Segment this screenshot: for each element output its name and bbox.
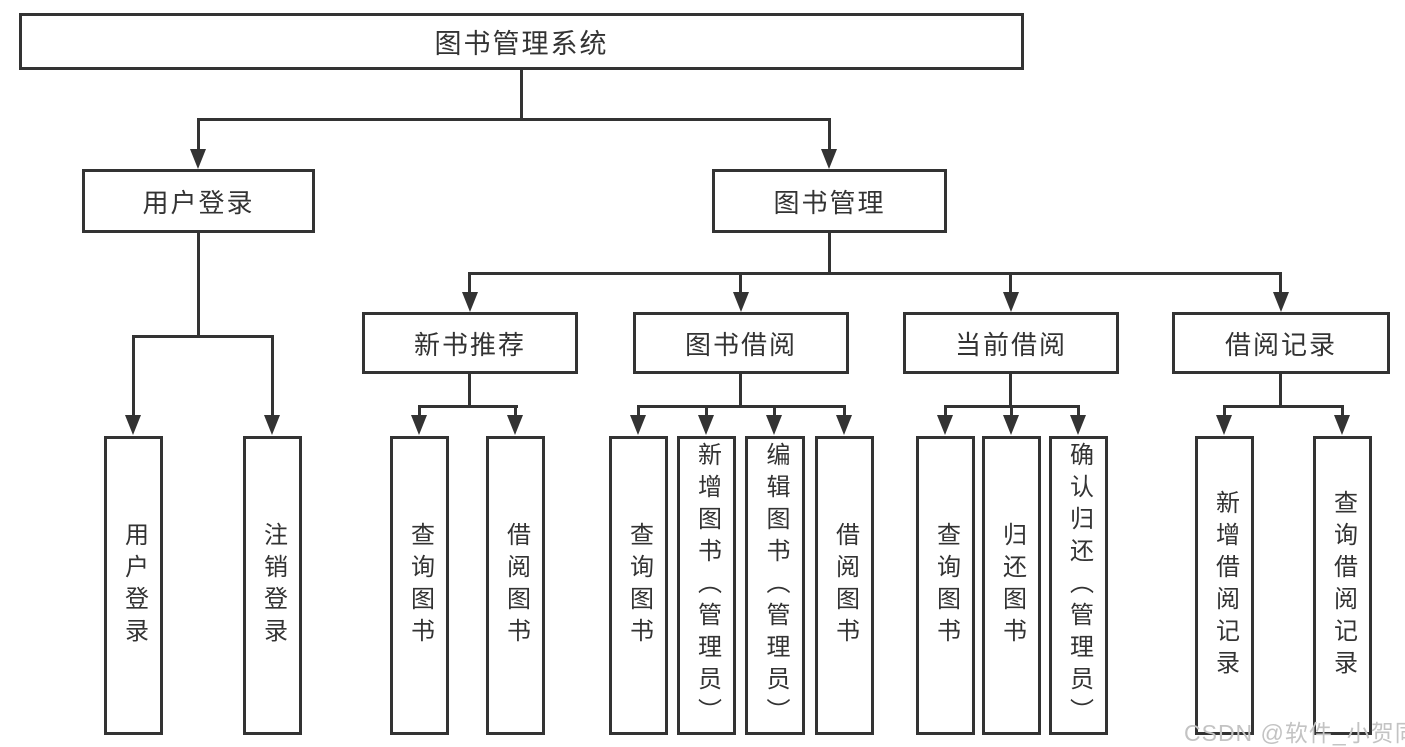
node-book-borrowing: 图书借阅: [633, 312, 849, 374]
node-new-book-recommendation: 新书推荐: [362, 312, 578, 374]
connector-arrow: [264, 415, 280, 435]
connector-line: [197, 121, 200, 152]
connector-line: [828, 121, 831, 152]
connector-line: [468, 374, 471, 405]
leaf-return-books: 归还图书: [982, 436, 1041, 735]
connector-line: [418, 408, 421, 418]
connector-line: [271, 338, 274, 418]
connector-arrow: [1070, 415, 1086, 435]
connector-arrow: [766, 415, 782, 435]
connector-line: [739, 374, 742, 405]
connector-line: [1279, 275, 1282, 295]
connector-arrow: [698, 415, 714, 435]
connector-line: [1341, 408, 1344, 418]
node-borrowing-records: 借阅记录: [1172, 312, 1390, 374]
connector-line: [705, 408, 708, 418]
connector-arrow: [733, 292, 749, 312]
connector-arrow: [1273, 292, 1289, 312]
connector-line: [773, 408, 776, 418]
connector-line: [739, 275, 742, 295]
connector-line: [468, 272, 1282, 275]
leaf-confirm-return-admin: 确认归还（管理员）: [1049, 436, 1108, 735]
connector-line: [132, 335, 274, 338]
node-library-management-system: 图书管理系统: [19, 13, 1024, 70]
connector-line: [1077, 408, 1080, 418]
connector-arrow: [507, 415, 523, 435]
connector-line: [1010, 408, 1013, 418]
connector-line: [197, 233, 200, 335]
connector-line: [828, 232, 831, 275]
leaf-add-borrow-record: 新增借阅记录: [1195, 436, 1254, 735]
connector-line: [418, 405, 518, 408]
leaf-borrow-books-recommend: 借阅图书: [486, 436, 545, 735]
connector-line: [1009, 374, 1012, 405]
connector-arrow: [836, 415, 852, 435]
connector-arrow: [937, 415, 953, 435]
connector-line: [1279, 374, 1282, 405]
connector-arrow: [821, 149, 837, 169]
connector-arrow: [630, 415, 646, 435]
leaf-add-books-admin: 新增图书（管理员）: [677, 436, 736, 735]
leaf-query-borrow-record: 查询借阅记录: [1313, 436, 1372, 735]
connector-line: [1223, 408, 1226, 418]
leaf-edit-books-admin: 编辑图书（管理员）: [745, 436, 805, 735]
leaf-query-books-current: 查询图书: [916, 436, 975, 735]
csdn-watermark: CSDN @软件_小贺同学: [1184, 720, 1405, 746]
connector-arrow: [1003, 415, 1019, 435]
node-user-login: 用户登录: [82, 169, 315, 233]
connector-line: [197, 118, 831, 121]
connector-arrow: [190, 149, 206, 169]
leaf-query-books-borrowing: 查询图书: [609, 436, 668, 735]
connector-line: [944, 405, 1080, 408]
connector-line: [843, 408, 846, 418]
node-current-borrowing: 当前借阅: [903, 312, 1119, 374]
connector-arrow: [1216, 415, 1232, 435]
connector-arrow: [125, 415, 141, 435]
connector-line: [132, 338, 135, 418]
connector-line: [637, 405, 846, 408]
connector-line: [1009, 275, 1012, 295]
connector-arrow: [1003, 292, 1019, 312]
connector-line: [944, 408, 947, 418]
connector-arrow: [411, 415, 427, 435]
connector-arrow: [462, 292, 478, 312]
node-book-management: 图书管理: [712, 169, 947, 233]
connector-arrow: [1334, 415, 1350, 435]
connector-line: [520, 69, 523, 118]
connector-line: [514, 408, 517, 418]
leaf-borrow-books-borrowing: 借阅图书: [815, 436, 874, 735]
connector-line: [637, 408, 640, 418]
leaf-user-login: 用户登录: [104, 436, 163, 735]
leaf-query-books-recommend: 查询图书: [390, 436, 449, 735]
connector-line: [1223, 405, 1344, 408]
connector-line: [468, 275, 471, 295]
leaf-logout: 注销登录: [243, 436, 302, 735]
